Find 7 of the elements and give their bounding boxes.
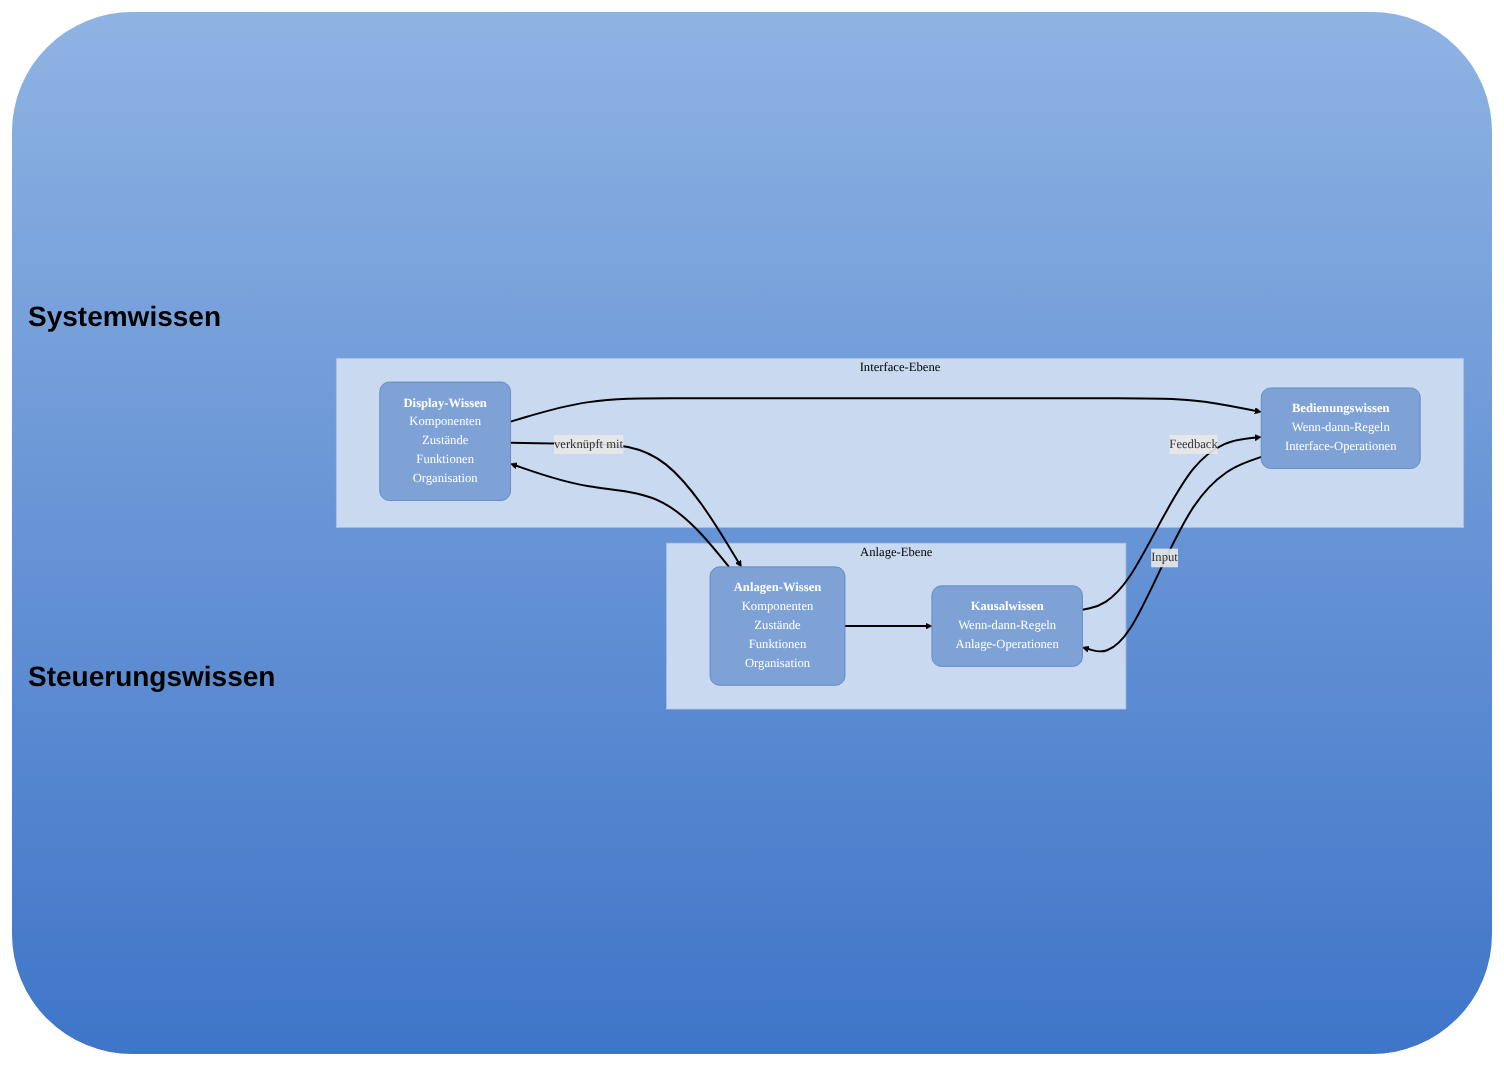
row-label: Steuerungswissen bbox=[28, 660, 276, 692]
arrow bbox=[1081, 433, 1262, 611]
arrow bbox=[1082, 455, 1263, 652]
row-label: Systemwissen bbox=[28, 300, 221, 332]
arrow bbox=[844, 621, 933, 629]
arrow bbox=[510, 461, 730, 568]
arrow bbox=[509, 396, 1262, 422]
